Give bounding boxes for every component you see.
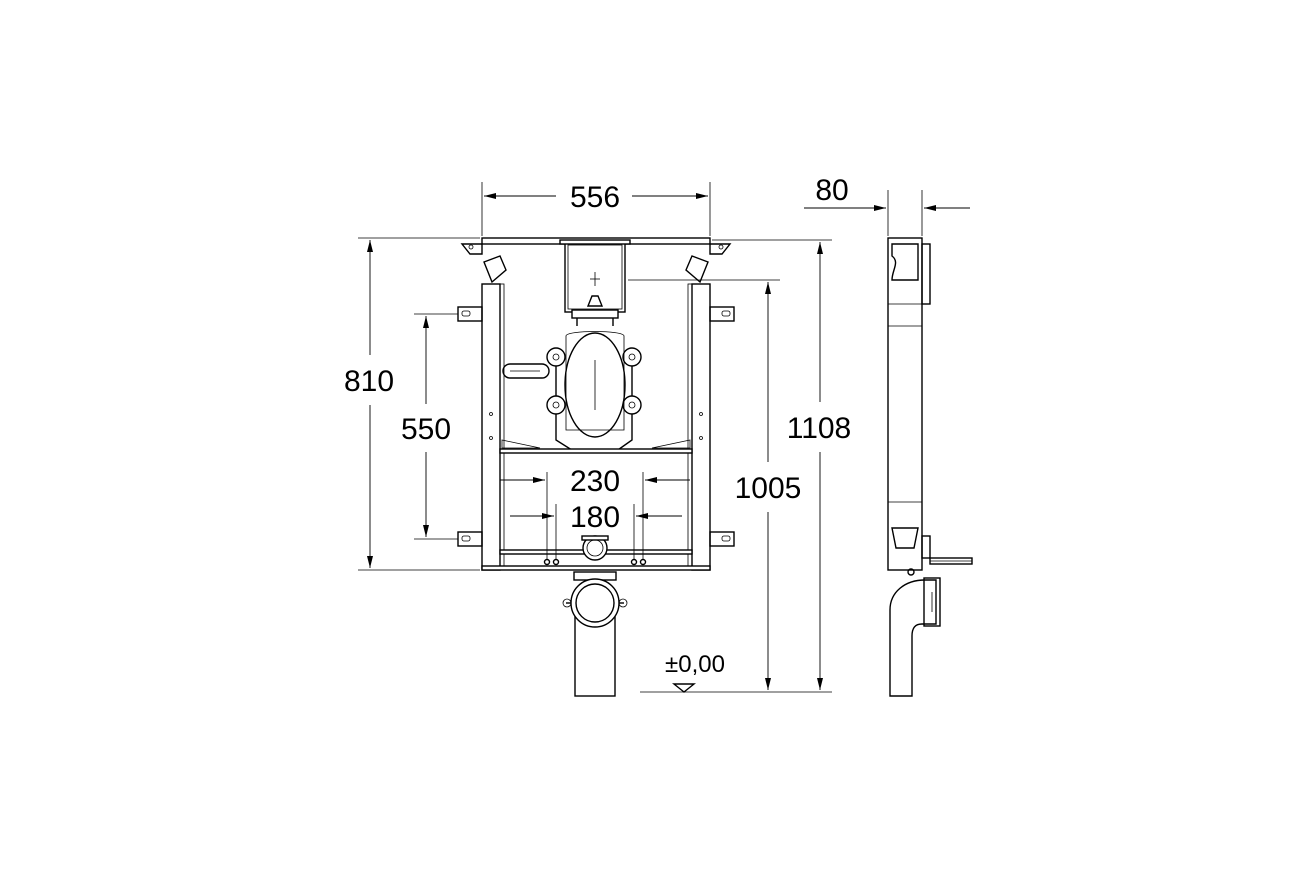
front-view xyxy=(457,237,735,697)
upper-right-brace xyxy=(685,255,709,284)
dim-bolt-spacing-outer: 230 xyxy=(570,465,620,498)
side-view xyxy=(887,237,973,697)
dim-cistern-height: 1005 xyxy=(735,472,802,505)
right-post xyxy=(691,283,711,571)
dim-depth: 80 xyxy=(815,174,848,207)
left-post xyxy=(481,283,501,571)
bolt-fixings xyxy=(546,347,642,453)
dimension-lines xyxy=(358,182,970,693)
drain-pipe xyxy=(562,571,628,697)
level-triangle xyxy=(672,683,696,693)
dim-bolt-spacing-inner: 180 xyxy=(570,501,620,534)
lower-right-wedge xyxy=(651,439,691,449)
dim-bracket-spacing: 550 xyxy=(401,413,451,446)
side-drain-bend xyxy=(889,579,937,697)
top-right-tab xyxy=(709,243,732,255)
side-inlet xyxy=(891,527,919,549)
dim-frame-height: 810 xyxy=(344,365,394,398)
bottom-rail xyxy=(481,565,711,571)
post-holes xyxy=(489,412,703,440)
dim-total-height: 1108 xyxy=(787,412,852,445)
dimension-labels: 556 80 810 550 1108 1005 230 180 ±0,00 xyxy=(344,174,851,678)
cistern-box xyxy=(559,239,631,326)
bottom-bolts xyxy=(543,528,647,566)
level-marker-label: ±0,00 xyxy=(665,651,725,678)
side-frame xyxy=(887,237,923,571)
slot-plate xyxy=(502,363,550,379)
dim-frame-width: 556 xyxy=(570,181,620,214)
water-inlet xyxy=(581,535,609,561)
top-left-tab xyxy=(460,243,483,255)
upper-left-brace xyxy=(483,255,507,284)
wall-brackets xyxy=(457,306,735,547)
lower-left-wedge xyxy=(501,439,541,449)
inner-panel xyxy=(502,331,626,438)
middle-bar xyxy=(499,448,693,454)
side-cistern-top xyxy=(891,243,919,281)
